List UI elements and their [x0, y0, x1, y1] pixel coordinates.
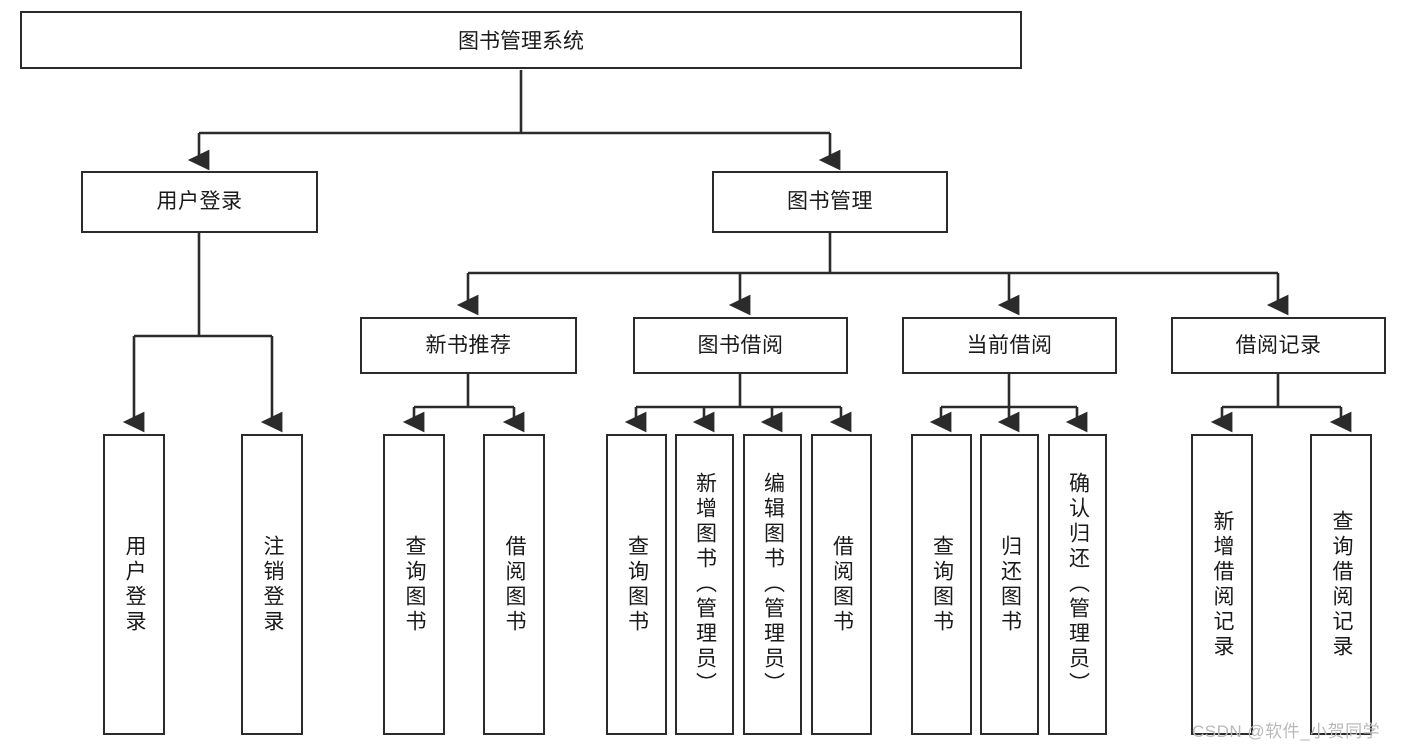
node-current-borrow[interactable]: 当前借阅	[902, 317, 1117, 374]
node-new-book-recommend[interactable]: 新书推荐	[360, 317, 577, 374]
leaf-record-query-borrow-record[interactable]: 查询借阅记录	[1310, 434, 1372, 735]
leaf-current-query-book[interactable]: 查询图书	[911, 434, 972, 735]
node-user-login[interactable]: 用户登录	[81, 171, 318, 233]
leaf-borrow-query-book[interactable]: 查询图书	[606, 434, 667, 735]
leaf-user-login-login[interactable]: 用户登录	[103, 434, 165, 735]
leaf-record-add-borrow-record[interactable]: 新增借阅记录	[1191, 434, 1253, 735]
leaf-user-login-logout[interactable]: 注销登录	[241, 434, 303, 735]
leaf-borrow-borrow-book[interactable]: 借阅图书	[811, 434, 872, 735]
node-root-system[interactable]: 图书管理系统	[20, 11, 1022, 69]
leaf-borrow-add-book-admin[interactable]: 新增图书（管理员）	[675, 434, 734, 735]
leaf-borrow-edit-book-admin[interactable]: 编辑图书（管理员）	[743, 434, 802, 735]
node-book-borrow[interactable]: 图书借阅	[633, 317, 848, 374]
node-borrow-record[interactable]: 借阅记录	[1171, 317, 1386, 374]
leaf-new-book-query[interactable]: 查询图书	[383, 434, 445, 735]
node-book-management[interactable]: 图书管理	[712, 171, 948, 233]
leaf-new-book-borrow[interactable]: 借阅图书	[483, 434, 545, 735]
leaf-current-confirm-return-admin[interactable]: 确认归还（管理员）	[1048, 434, 1107, 735]
leaf-current-return-book[interactable]: 归还图书	[980, 434, 1039, 735]
csdn-watermark: CSDN @软件_小贺同学	[1192, 722, 1381, 741]
